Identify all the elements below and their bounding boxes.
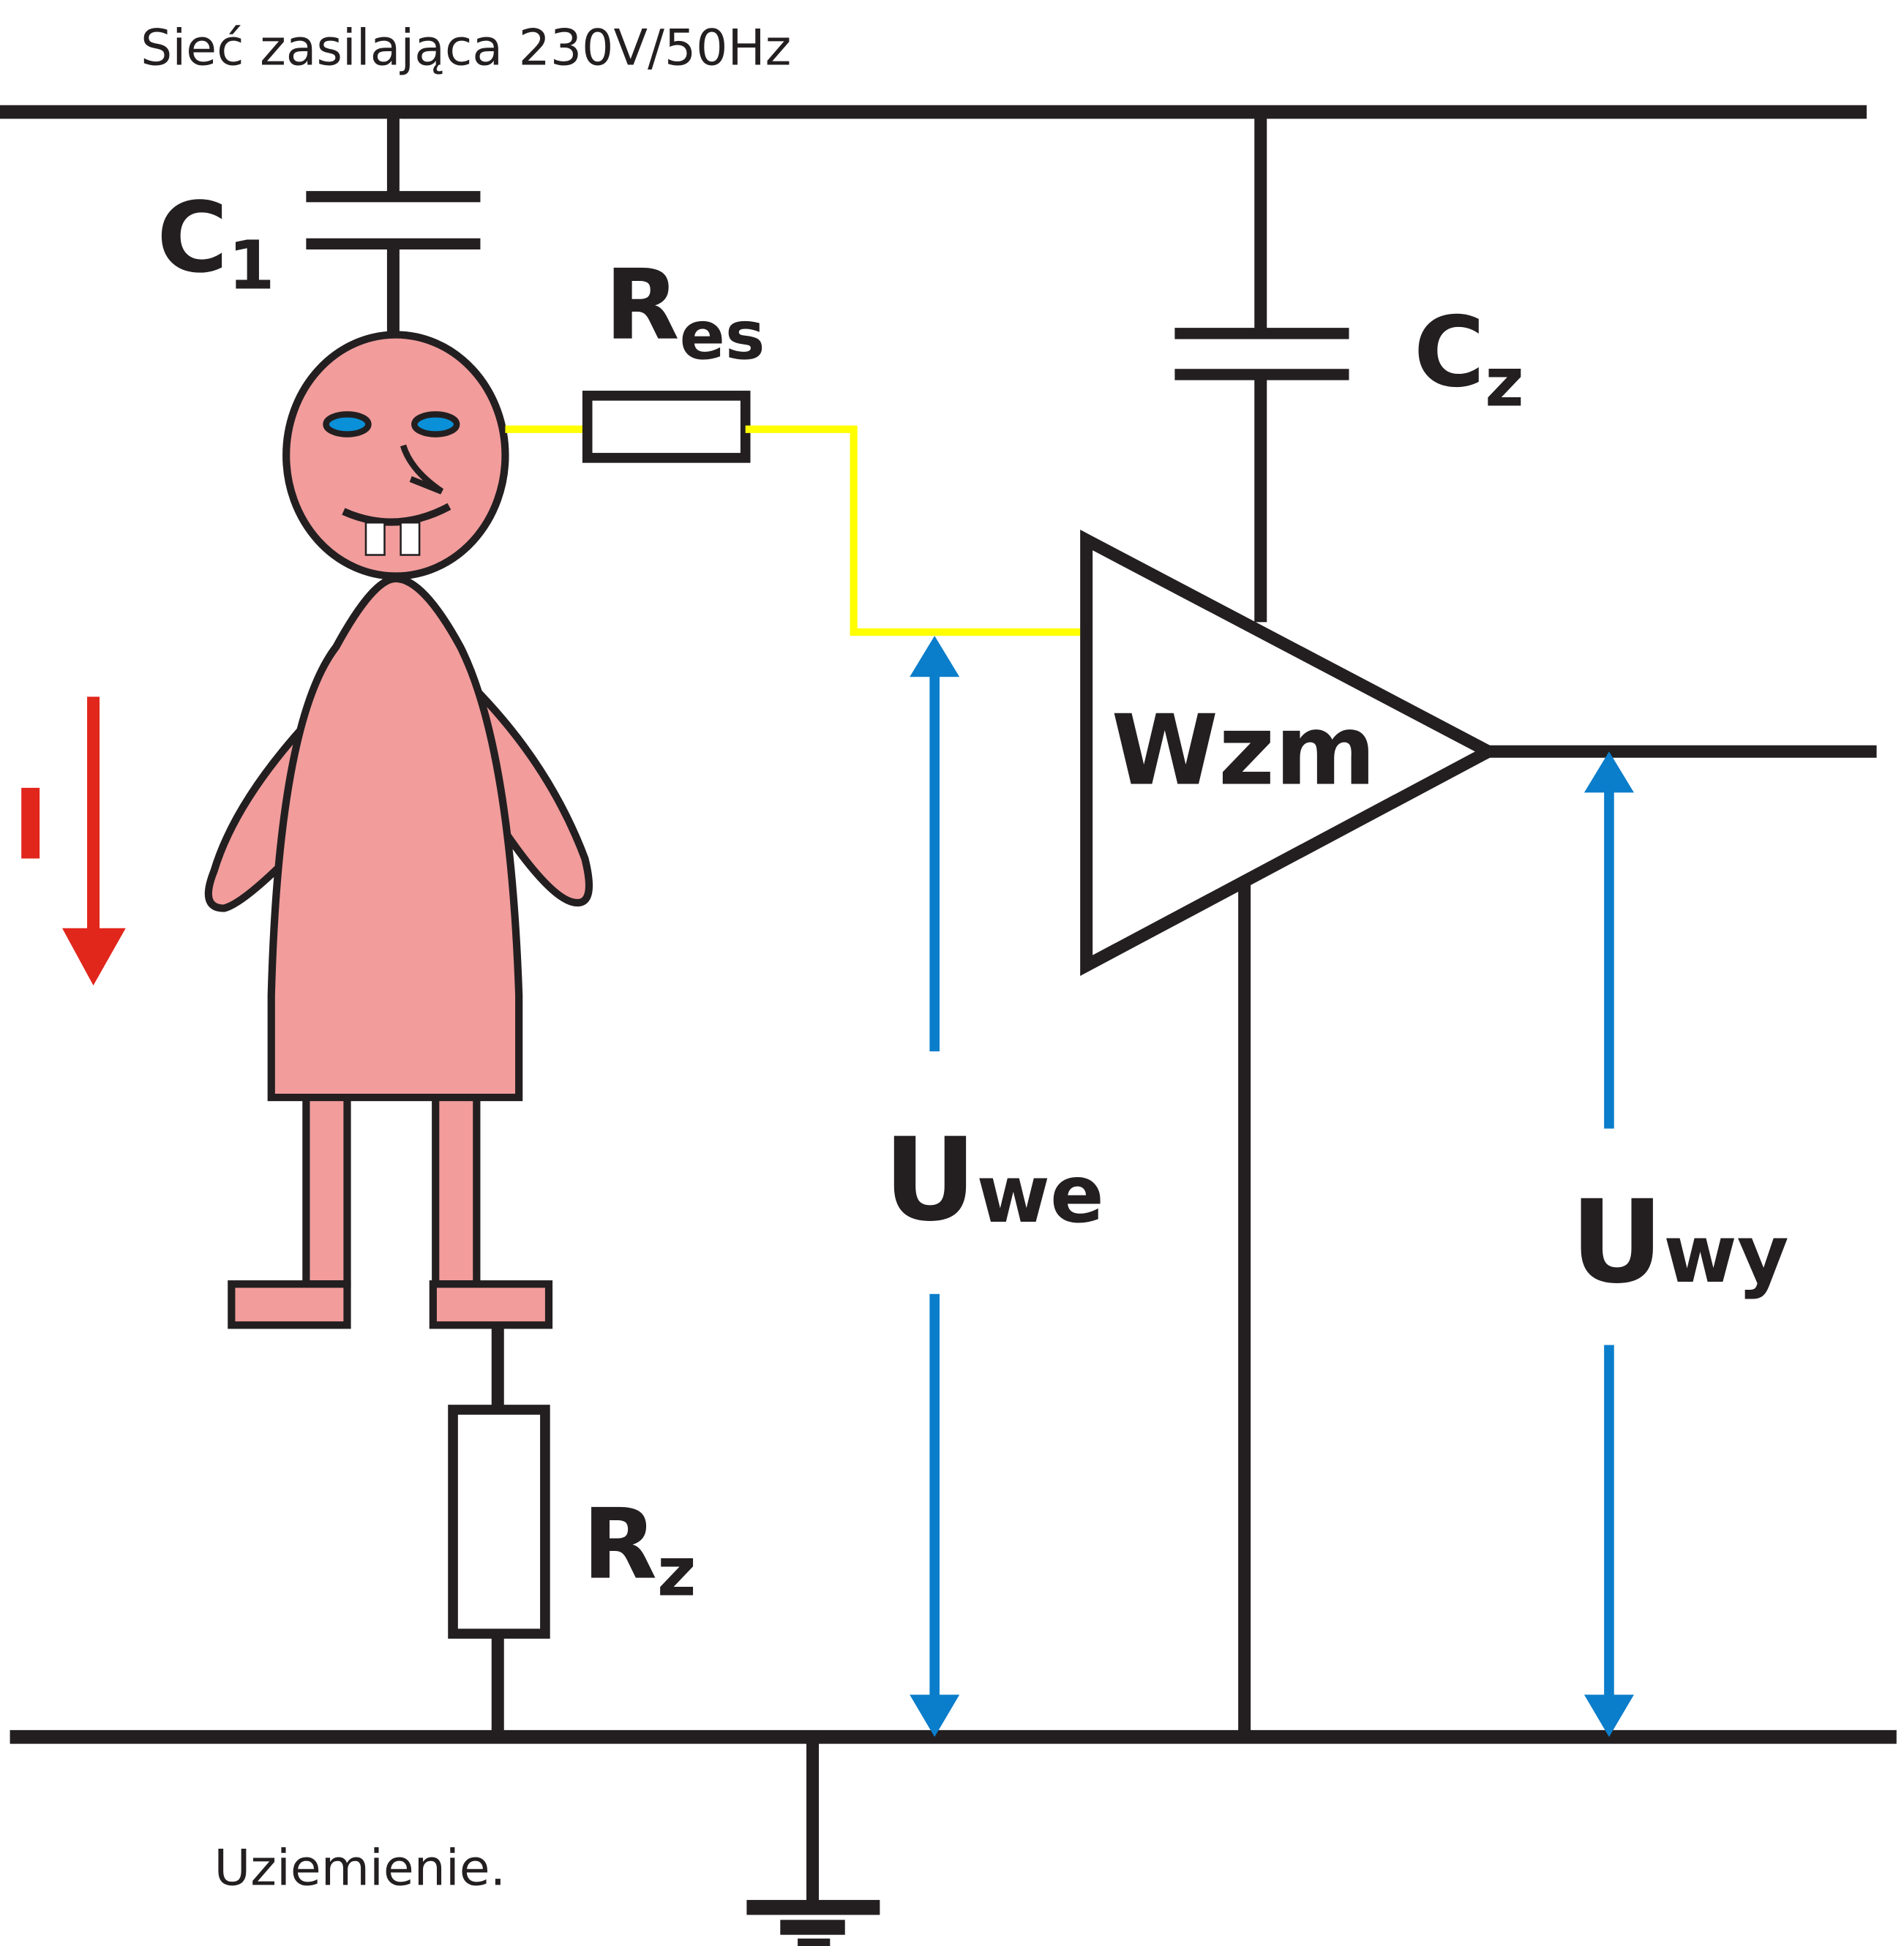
- cz-label-sub: z: [1485, 343, 1523, 421]
- nose: [400, 444, 444, 495]
- left-foot: [228, 1280, 351, 1329]
- capacitor-cz: [1174, 112, 1349, 623]
- current-arrow-icon: [62, 696, 126, 986]
- amplifier-symbol: [1080, 530, 1502, 976]
- uwy-label-main: U: [1570, 1176, 1663, 1309]
- uwe-arrow-icon: [910, 636, 960, 1738]
- uwe-label-main: U: [883, 1113, 976, 1247]
- right-eye: [411, 411, 460, 437]
- uwy-label-sub: wy: [1663, 1208, 1788, 1301]
- right-arm: [457, 666, 593, 907]
- left-tooth: [364, 522, 386, 556]
- mains-supply-label: Sieć zasilająca 230V/50Hz: [140, 19, 791, 77]
- left-leg: [302, 1091, 351, 1288]
- capacitor-c1: [306, 112, 481, 337]
- ground-symbol-icon: [746, 1737, 880, 1946]
- rz-label-main: R: [582, 1489, 657, 1601]
- torso: [267, 574, 523, 1102]
- uwy-label: Uwy: [1570, 1176, 1789, 1309]
- uwy-arrow-icon: [1583, 751, 1634, 1738]
- right-tooth: [400, 522, 421, 556]
- current-label: I: [12, 770, 48, 882]
- mouth: [342, 503, 451, 526]
- rz-label: Rz: [582, 1489, 697, 1612]
- left-eye: [323, 411, 372, 437]
- c1-label-main: C: [157, 182, 228, 295]
- signal-wire-input: [745, 425, 1081, 636]
- resistor-res: [505, 391, 1081, 636]
- c1-label: C1: [157, 182, 274, 305]
- right-foot: [429, 1280, 553, 1329]
- c1-label-sub: 1: [228, 227, 275, 305]
- human-figure: [204, 331, 593, 1329]
- ground-label: Uziemienie.: [214, 1840, 506, 1898]
- resistor-rz: [448, 1325, 550, 1738]
- uwe-label-sub: we: [977, 1148, 1104, 1241]
- res-label-main: R: [605, 249, 680, 362]
- cz-label: Cz: [1414, 296, 1524, 421]
- res-label: Res: [605, 249, 765, 375]
- head: [282, 331, 509, 580]
- res-label-sub: es: [680, 296, 765, 375]
- right-leg: [432, 1091, 481, 1288]
- rz-label-sub: z: [657, 1533, 696, 1611]
- amplifier-label: Wzm: [1112, 694, 1376, 807]
- uwe-label: Uwe: [883, 1113, 1103, 1247]
- cz-label-main: C: [1414, 296, 1485, 409]
